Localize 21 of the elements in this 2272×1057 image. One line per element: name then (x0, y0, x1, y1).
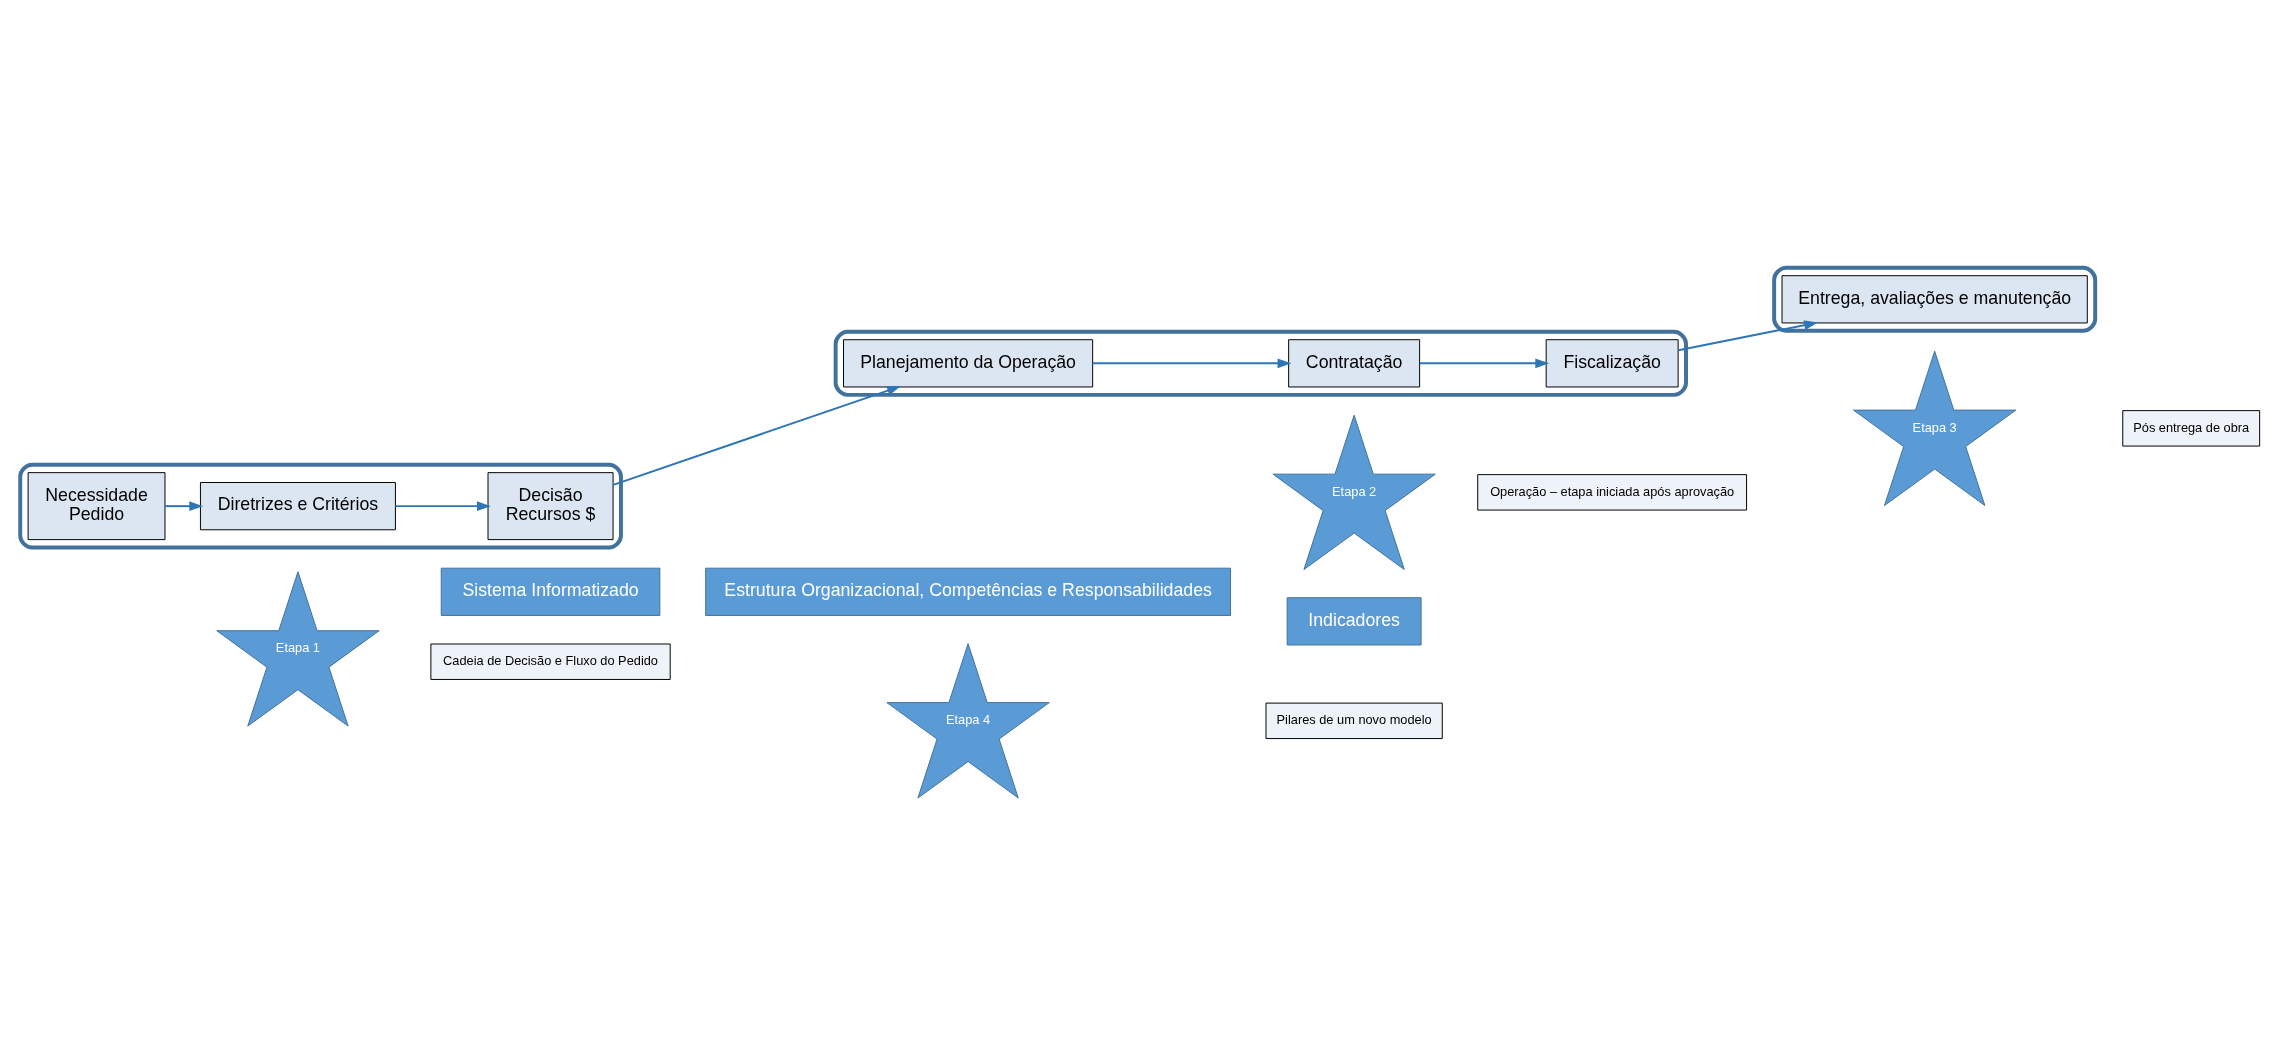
node-box: Planejamento da Operação (843, 338, 1094, 387)
cluster (18, 462, 623, 549)
arrow (1418, 358, 1550, 368)
arrow (1677, 319, 1818, 351)
node-box: Decisão Recursos $ (487, 471, 614, 540)
node-box: Cadeia de Decisão e Fluxo do Pedido (430, 643, 671, 680)
node-box: Estrutura Organizacional, Competências e Responsabilidades (705, 567, 1232, 616)
node-box: Indicadores (1286, 596, 1422, 645)
arrow (612, 385, 901, 486)
node-box: Entrega, avaliações e manutenção (1781, 274, 2088, 323)
node-box: Sistema Informatizado (440, 567, 661, 616)
node-box: Necessidade Pedido (27, 471, 166, 540)
node-box: Contratação (1288, 338, 1421, 387)
arrow (394, 500, 491, 511)
node-box: Operação – etapa iniciada após aprovação (1477, 473, 1748, 511)
node-box: Pós entrega de obra (2122, 409, 2261, 447)
node-box: Fiscalização (1545, 338, 1679, 387)
node-box: Diretrizes e Critérios (199, 481, 396, 530)
arrow (1091, 358, 1292, 368)
arrow (164, 500, 204, 511)
node-box: Pilares de um novo modelo (1265, 702, 1443, 739)
